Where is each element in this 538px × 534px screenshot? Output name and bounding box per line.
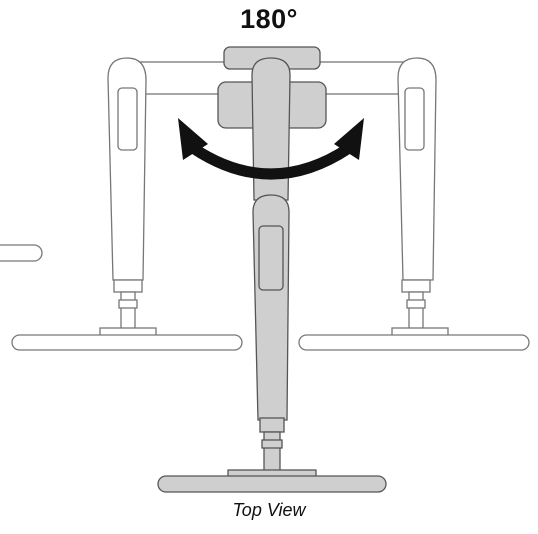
view-caption: Top View [232,500,306,520]
center-mount [157,46,387,493]
rotation-angle-label: 180° [240,4,298,34]
ghost-arm-left [11,57,243,351]
ghost-arm-far-left [0,244,43,262]
ghost-arm-right [298,57,530,351]
double-headed-curved-arrow-icon [178,118,364,180]
